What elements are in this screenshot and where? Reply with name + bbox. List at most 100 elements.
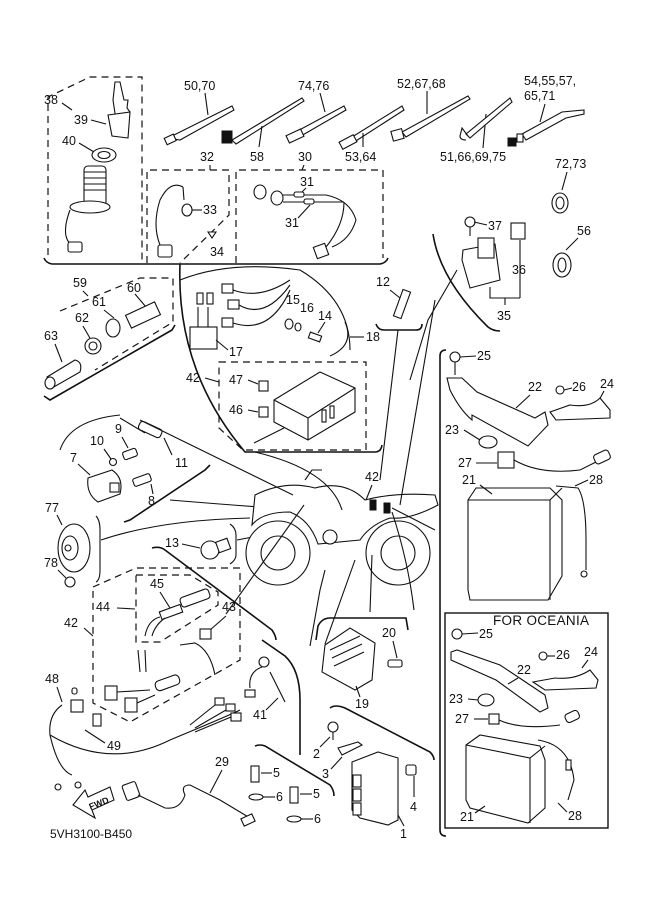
oceania-title: FOR OCEANIA: [493, 613, 589, 628]
callout-53-64: 53,64: [345, 150, 376, 164]
callout-44: 44: [96, 600, 110, 614]
fuse-marker: [369, 499, 377, 511]
callout-36: 36: [512, 263, 526, 277]
cable-tie-54: [521, 109, 585, 141]
callout-8: 8: [148, 494, 155, 508]
horn-group: 77 78: [44, 501, 251, 588]
lead-29-group: 29: [121, 755, 256, 827]
callout-77: 77: [45, 501, 59, 515]
washer-10: [108, 457, 118, 467]
callout-78: 78: [44, 556, 58, 570]
callout-72-73: 72,73: [555, 157, 586, 171]
cable-tie-58: [231, 97, 305, 145]
bolt-5a: [250, 765, 260, 783]
callout-9: 9: [115, 422, 122, 436]
callout-16: 16: [300, 301, 314, 315]
connector-29: [121, 781, 141, 801]
bolts-5-6: 5 6 5 6: [248, 744, 335, 826]
main-switch-group: 38 39 40: [43, 76, 389, 265]
callout-o21: 21: [460, 810, 474, 824]
callout-1: 1: [400, 827, 407, 841]
lead-group-30: 30 31 31: [235, 150, 384, 263]
callout-74-76: 74,76: [298, 79, 329, 93]
main-switch-body: [64, 165, 111, 253]
atv-vehicle: 42: [139, 299, 439, 647]
callout-o22: 22: [517, 663, 531, 677]
clip-3: [337, 741, 364, 756]
callout-39: 39: [74, 113, 88, 127]
cable-tie-52: [401, 95, 471, 138]
callout-24: 24: [600, 377, 614, 391]
screw-78: [64, 576, 76, 588]
callout-61: 61: [92, 295, 106, 309]
connector-49: [92, 713, 102, 727]
starter-motor-group: 11 9 10 7 8: [59, 414, 301, 523]
callout-59: 59: [73, 276, 87, 290]
callout-o25: 25: [479, 627, 493, 641]
screw-26: [555, 385, 565, 395]
sensor-41: [258, 656, 270, 668]
bolt-5b: [289, 786, 299, 804]
sensor-13-group: 13: [165, 523, 259, 565]
oceania-box: FOR OCEANIA 25 22 26 24 23 27 21 28: [444, 612, 609, 829]
bolt-9: [122, 447, 138, 461]
callout-33: 33: [203, 203, 217, 217]
callout-21: 21: [462, 473, 476, 487]
callout-43: 43: [222, 600, 236, 614]
callout-14: 14: [318, 309, 332, 323]
callout-63: 63: [44, 329, 58, 343]
cap-61: [105, 318, 121, 338]
lead-48-49: 48 49: [45, 672, 241, 791]
callout-10: 10: [90, 434, 104, 448]
relay-43: [199, 628, 212, 640]
callout-29: 29: [215, 755, 229, 769]
fuse-45: [158, 603, 184, 621]
harness-group: 17 15 16 14 18 42 47 46: [178, 263, 383, 453]
bolt-25-oc: [451, 628, 463, 640]
callout-4: 4: [410, 800, 417, 814]
callout-58: 58: [250, 150, 264, 164]
callout-60: 60: [127, 281, 141, 295]
callout-42a: 42: [186, 371, 200, 385]
callout-12: 12: [376, 275, 390, 289]
callout-o27: 27: [455, 712, 469, 726]
callout-31a: 31: [300, 175, 314, 189]
cable-tie-51: [465, 97, 513, 139]
callout-13: 13: [165, 536, 179, 550]
starter-relay-group: 37 36 35: [409, 216, 526, 381]
battery-21-oc: [465, 734, 546, 824]
bolt-8: [132, 473, 152, 487]
fuse-46: [258, 406, 269, 418]
callout-o24: 24: [584, 645, 598, 659]
callout-6a: 6: [276, 790, 283, 804]
callout-50-70: 50,70: [184, 79, 215, 93]
drawing-code: 5VH3100-B450: [50, 827, 132, 841]
callout-48: 48: [45, 672, 59, 686]
starter-motor-7: [87, 469, 122, 503]
callout-o26: 26: [556, 648, 570, 662]
callout-34: 34: [210, 245, 224, 259]
oceania-frame: [444, 612, 609, 829]
callout-32: 32: [200, 150, 214, 164]
callout-45: 45: [150, 577, 164, 591]
callout-37: 37: [488, 219, 502, 233]
socket-60: [124, 301, 162, 329]
callout-6b: 6: [314, 812, 321, 826]
callout-11: 11: [175, 456, 188, 470]
callout-41: 41: [253, 708, 267, 722]
connector-b: [124, 697, 138, 713]
fuse-36: [510, 222, 526, 240]
lead-group-32: 32 33 34: [146, 150, 230, 264]
cable-ties-row: 50,70 58 74,76 53,64 52,67,68 51,66,69,7…: [163, 74, 585, 164]
screw-26-oc: [538, 651, 548, 661]
grip-63: [46, 359, 82, 389]
fwd-arrow-icon: FWD: [72, 786, 115, 820]
fuse-box: [273, 371, 356, 441]
callout-40: 40: [62, 134, 76, 148]
callout-26: 26: [572, 380, 586, 394]
callout-25: 25: [477, 349, 491, 363]
callout-17: 17: [229, 345, 243, 359]
bolt-37: [464, 216, 476, 228]
callout-3: 3: [322, 767, 329, 781]
screw-2: [327, 721, 339, 733]
